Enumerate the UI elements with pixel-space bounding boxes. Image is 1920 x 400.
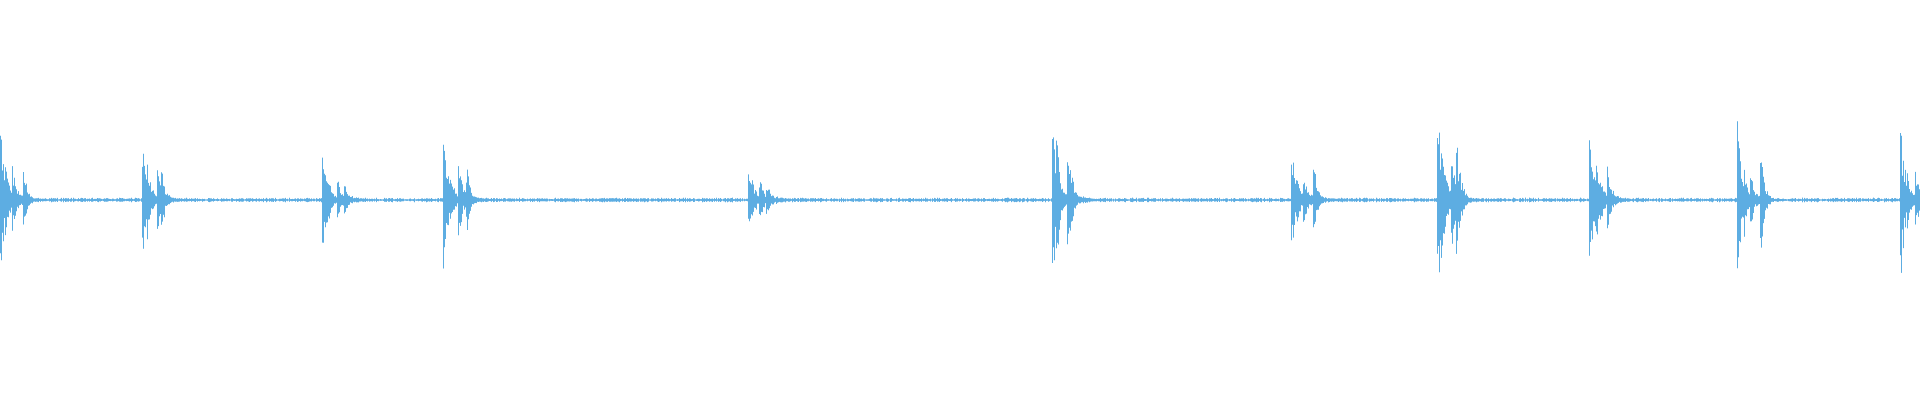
waveform-trace — [0, 121, 1920, 273]
